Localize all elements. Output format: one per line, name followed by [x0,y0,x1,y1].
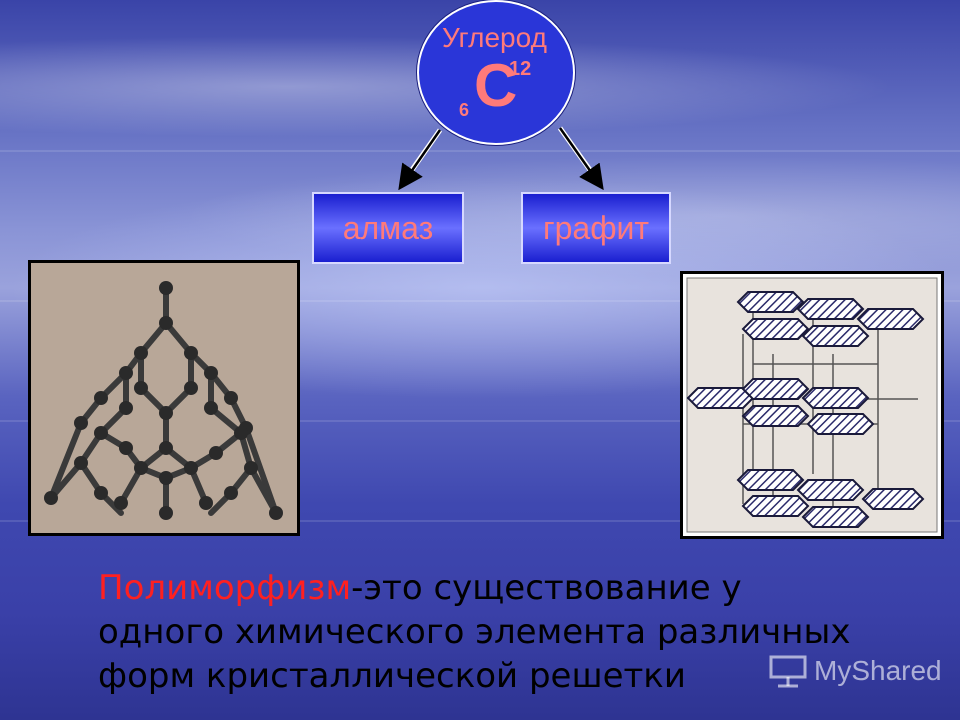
definition-term: Полиморфизм [98,568,352,608]
watermark-text: MyShared [814,655,942,686]
background-streak [0,520,960,522]
diamond-label-box: алмаз [312,192,464,264]
element-circle [417,0,575,145]
element-symbol: С [474,52,518,119]
polymorphism-definition: Полиморфизм-это существование у одного х… [98,566,878,698]
diamond-lattice-image [28,260,300,536]
element-mass-number: 12 [509,58,532,80]
diamond-label: алмаз [342,209,434,246]
watermark[interactable]: MyShared [768,654,942,688]
element-name: Углерод [442,22,547,53]
definition-text: -это существование у одного химического … [98,568,851,696]
graphite-label-box: графит [521,192,671,264]
background-streak [0,150,960,152]
element-atomic-number: 6 [459,100,470,120]
background-streak [0,300,960,302]
graphite-layers-image [680,271,944,539]
graphite-label: графит [542,209,650,246]
background-streak [0,420,960,422]
presentation-board-icon [769,655,807,688]
